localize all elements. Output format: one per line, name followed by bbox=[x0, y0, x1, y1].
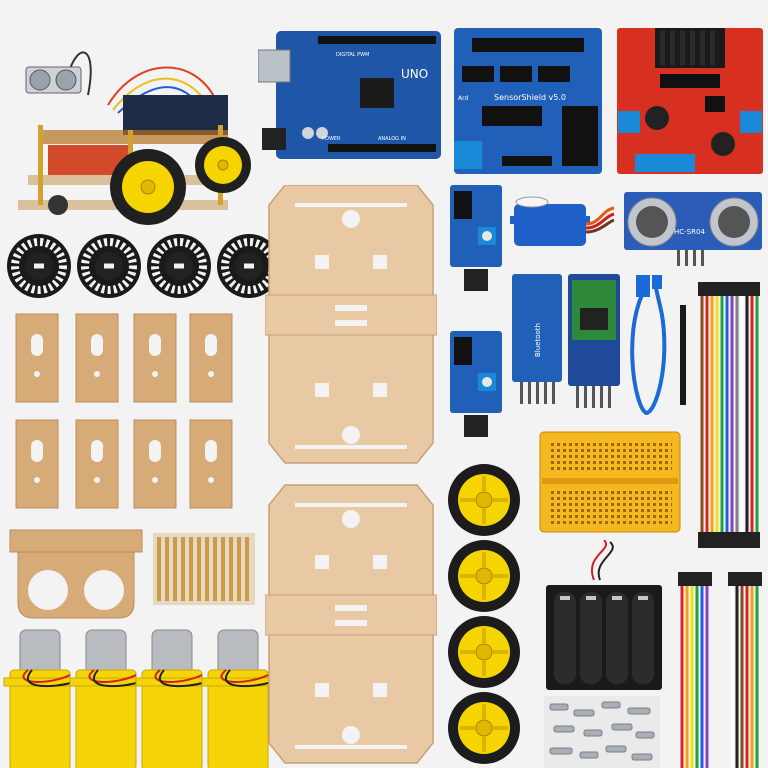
encoder-discs bbox=[5, 232, 275, 300]
gear-motor-set bbox=[3, 629, 270, 768]
mini-breadboard bbox=[539, 431, 681, 533]
assembled-robot-car bbox=[18, 51, 251, 225]
bluetooth-label: Bluetooth bbox=[534, 323, 542, 357]
uno-power-label: POWER bbox=[322, 136, 341, 142]
acrylic-chassis-plates bbox=[265, 185, 437, 764]
l298n-motor-driver bbox=[617, 28, 763, 174]
bluetooth-modules: Bluetooth bbox=[512, 274, 620, 408]
uno-analog-label: ANALOG IN bbox=[378, 136, 406, 142]
yellow-wheels bbox=[447, 463, 521, 765]
motor-bracket-set bbox=[15, 313, 233, 509]
shield-label: SensorShield v5.0 bbox=[494, 93, 566, 102]
battery-holder bbox=[546, 540, 662, 690]
pin-header bbox=[680, 305, 686, 405]
jumper-wires-short bbox=[678, 572, 762, 768]
line-tracking-sensors bbox=[450, 185, 502, 437]
ultrasonic-holder bbox=[9, 529, 143, 619]
uno-label: UNO bbox=[401, 67, 428, 81]
encoder-disc bbox=[147, 234, 211, 298]
ultrasonic-label: HC-SR04 bbox=[674, 228, 705, 236]
encoder-disc bbox=[77, 234, 141, 298]
shield-small-label: Ard bbox=[458, 95, 468, 102]
usb-cable bbox=[630, 275, 667, 415]
encoder-disc bbox=[7, 234, 71, 298]
sensor-shield-board: SensorShield v5.0 Ard bbox=[454, 28, 602, 174]
screws-and-nuts bbox=[544, 696, 660, 768]
uno-digital-label: DIGITAL PWM bbox=[336, 52, 369, 58]
ultrasonic-sensor: HC-SR04 bbox=[624, 192, 762, 266]
servo-motor bbox=[510, 196, 615, 246]
arduino-uno-board: UNO DIGITAL PWM POWER ANALOG IN bbox=[258, 31, 441, 159]
jumper-wires-long bbox=[698, 282, 760, 548]
copper-standoffs bbox=[153, 533, 255, 605]
